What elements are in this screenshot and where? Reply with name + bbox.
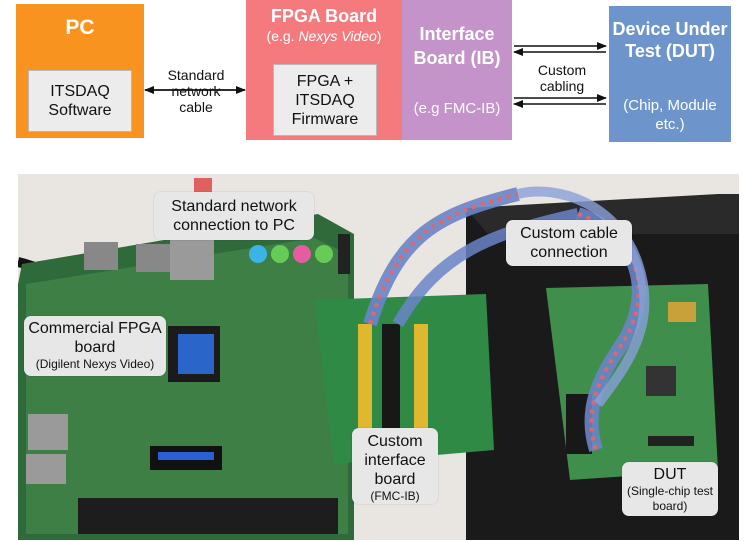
interface-board-callout-note: (FMC-IB) xyxy=(370,489,420,503)
fpga-board-callout: Commercial FPGA board (Digilent Nexys Vi… xyxy=(24,316,166,376)
itsdaq-software-label: ITSDAQ Software xyxy=(48,83,112,119)
fpga-firmware-label: FPGA + ITSDAQ Firmware xyxy=(291,72,359,128)
dut-title: Device Under Test (DUT) xyxy=(612,19,728,61)
fpga-board-block: FPGA Board (e.g. Nexys Video) FPGA + ITS… xyxy=(246,0,402,140)
dut-callout-note: (Single-chip test board) xyxy=(626,484,714,513)
cable-connection-callout: Custom cable connection xyxy=(506,220,632,266)
custom-cabling-label: Custom cabling xyxy=(537,62,587,94)
network-connection-text: Standard network connection to PC xyxy=(171,198,297,234)
network-connection-callout: Standard network connection to PC xyxy=(154,192,314,240)
dut-callout-text: DUT xyxy=(653,466,687,483)
fpga-board-callout-note: (Digilent Nexys Video) xyxy=(35,357,155,371)
fpga-board-subtitle-suffix: ) xyxy=(376,28,382,44)
pc-block: PC ITSDAQ Software xyxy=(16,4,144,138)
fpga-board-subtitle-italic: Nexys Video xyxy=(298,28,377,44)
fpga-board-subtitle-prefix: (e.g. xyxy=(266,28,299,44)
dut-block: Device Under Test (DUT) (Chip, Module et… xyxy=(609,6,731,142)
fpga-board-subtitle: (e.g. Nexys Video) xyxy=(246,28,402,44)
interface-board-callout-text: Custom interface board xyxy=(364,433,426,488)
pc-title: PC xyxy=(65,16,95,39)
interface-board-title: Interface Board (IB) xyxy=(413,24,501,68)
fpga-firmware-box: FPGA + ITSDAQ Firmware xyxy=(273,64,377,136)
fpga-board-callout-text: Commercial FPGA board xyxy=(28,320,162,356)
network-cable-label: Standard network cable xyxy=(167,67,225,115)
itsdaq-software-box: ITSDAQ Software xyxy=(28,70,132,132)
interface-board-callout: Custom interface board (FMC-IB) xyxy=(352,428,438,504)
interface-board-block: Interface Board (IB) (e.g FMC-IB) xyxy=(402,0,512,140)
diagram-arrows xyxy=(144,42,607,108)
dut-subtitle: (Chip, Module etc.) xyxy=(623,97,717,133)
interface-board-subtitle: (e.g FMC-IB) xyxy=(413,100,501,117)
cable-connection-text: Custom cable connection xyxy=(520,225,618,261)
fpga-board-title: FPGA Board xyxy=(270,6,378,26)
dut-callout: DUT (Single-chip test board) xyxy=(622,462,718,516)
